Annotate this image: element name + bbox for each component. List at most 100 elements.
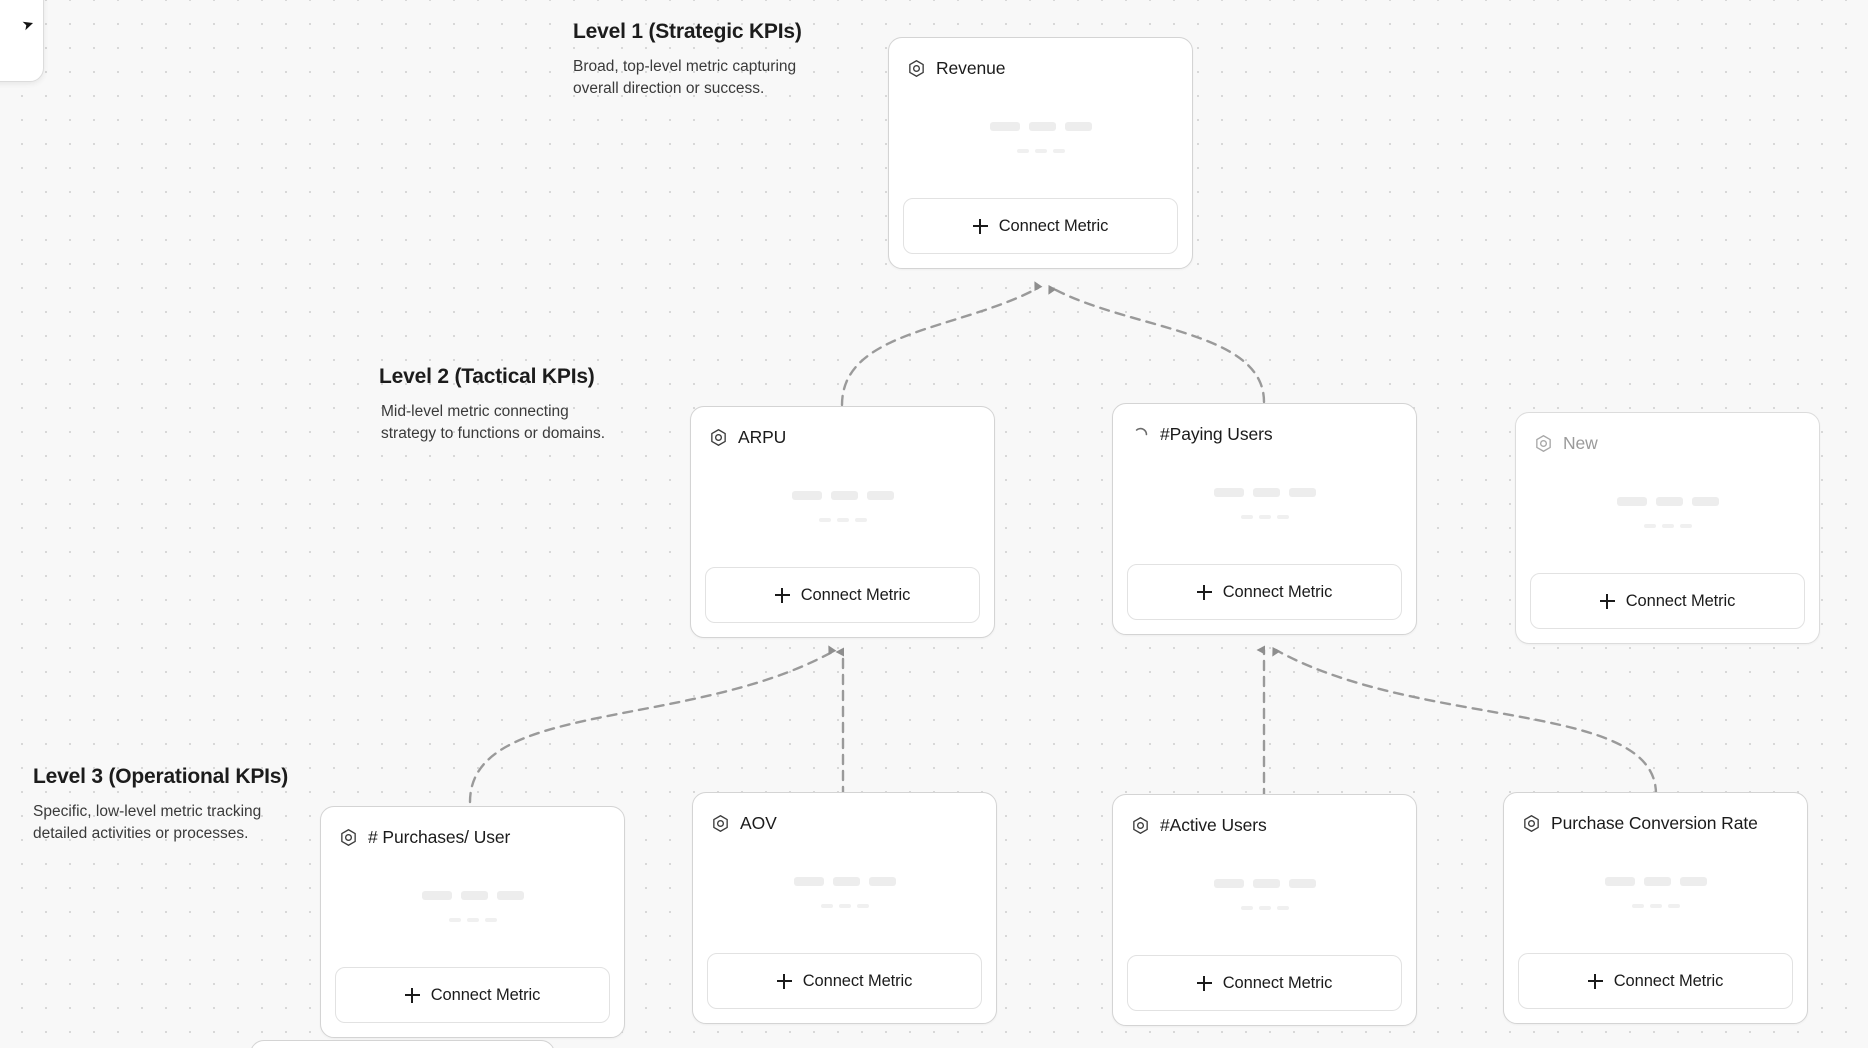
metric-card-revenue[interactable]: Revenue Connect Metric [888, 37, 1193, 269]
skeleton-row-primary [1213, 487, 1316, 497]
skeleton-bar [1213, 487, 1244, 497]
skeleton-row-primary [421, 890, 524, 900]
connect-metric-label: Connect Metric [1222, 973, 1333, 992]
plus-icon [774, 587, 790, 603]
connect-metric-button[interactable]: Connect Metric [707, 953, 982, 1009]
hexagon-metric-icon [1524, 815, 1539, 832]
plus-icon [1587, 973, 1603, 989]
metric-card-purchases-per-user[interactable]: # Purchases/ User Connect Metric [320, 806, 625, 1038]
skeleton-bar [460, 890, 488, 900]
hexagon-metric-icon [1133, 817, 1148, 834]
card-header: Purchase Conversion Rate [1518, 807, 1793, 837]
card-skeleton-body [1127, 839, 1402, 955]
spinner-loading-icon [1133, 427, 1148, 442]
skeleton-bar [496, 890, 524, 900]
plus-icon [1196, 975, 1212, 991]
skeleton-bar [1655, 496, 1683, 506]
card-title: # Purchases/ User [368, 827, 511, 847]
connect-metric-button[interactable]: Connect Metric [1530, 573, 1805, 629]
card-header: New [1530, 427, 1805, 457]
level-3-description: Specific, low-level metric tracking deta… [33, 803, 262, 842]
metric-card-arpu[interactable]: ARPU Connect Metric [690, 406, 995, 638]
metric-card-active-users[interactable]: #Active Users Connect Metric [1112, 794, 1417, 1026]
skeleton-bar [421, 890, 452, 900]
hexagon-metric-icon [909, 60, 924, 77]
card-title: Purchase Conversion Rate [1551, 813, 1758, 833]
skeleton-bar [1288, 878, 1316, 888]
connect-metric-label: Connect Metric [430, 985, 541, 1004]
connect-metric-label: Connect Metric [1625, 591, 1736, 610]
skeleton-bar [1064, 121, 1092, 131]
plus-icon [404, 987, 420, 1003]
skeleton-bar [1240, 905, 1253, 910]
level-3-title: Level 3 (Operational KPIs) [33, 765, 289, 788]
skeleton-bar [1213, 878, 1244, 888]
skeleton-row-primary [989, 121, 1092, 131]
skeleton-bar [1643, 523, 1656, 528]
skeleton-row-secondary [448, 917, 497, 922]
skeleton-bar [1240, 514, 1253, 519]
hexagon-metric-icon [341, 829, 356, 846]
skeleton-bar [1276, 905, 1289, 910]
skeleton-row-primary [1213, 878, 1316, 888]
skeleton-bar [856, 903, 869, 908]
skeleton-row-secondary [820, 903, 869, 908]
skeleton-bar [1649, 903, 1662, 908]
metric-card-purchase-conversion-rate[interactable]: Purchase Conversion Rate Connect Metric [1503, 792, 1808, 1024]
skeleton-bar [820, 903, 833, 908]
metric-card-new[interactable]: New Connect Metric [1515, 412, 1820, 644]
connect-metric-button[interactable]: Connect Metric [1127, 564, 1402, 620]
hexagon-metric-icon [711, 429, 726, 446]
card-title: AOV [740, 813, 777, 833]
skeleton-bar [1258, 514, 1271, 519]
connect-metric-label: Connect Metric [998, 216, 1109, 235]
skeleton-bar [838, 903, 851, 908]
skeleton-bar [1052, 148, 1065, 153]
metric-card-partial-offscreen[interactable] [250, 1040, 555, 1048]
card-skeleton-body [903, 82, 1178, 198]
level-1-label-group: Level 1 (Strategic KPIs) Broad, top-leve… [573, 20, 821, 100]
skeleton-row-secondary [1643, 523, 1692, 528]
hexagon-metric-icon [713, 815, 728, 832]
card-title: #Paying Users [1160, 424, 1273, 444]
plus-icon [1599, 593, 1615, 609]
connect-metric-button[interactable]: Connect Metric [1127, 955, 1402, 1011]
skeleton-bar [466, 917, 479, 922]
skeleton-bar [448, 917, 461, 922]
card-skeleton-body [705, 451, 980, 567]
edge-arpu-to-revenue [840, 281, 1043, 407]
connect-metric-button[interactable]: Connect Metric [1518, 953, 1793, 1009]
metric-card-paying-users[interactable]: #Paying Users Connect Metric [1112, 403, 1417, 635]
skeleton-row-secondary [1240, 514, 1289, 519]
skeleton-row-secondary [818, 517, 867, 522]
skeleton-bar [1643, 876, 1671, 886]
skeleton-bar [832, 876, 860, 886]
card-title: #Active Users [1160, 815, 1267, 835]
hexagon-metric-icon [1536, 435, 1551, 452]
card-title: Revenue [936, 58, 1006, 78]
connect-metric-button[interactable]: Connect Metric [335, 967, 610, 1023]
connect-metric-label: Connect Metric [1222, 582, 1333, 601]
edge-conversion-to-paying-users [1272, 646, 1658, 796]
connect-metric-button[interactable]: Connect Metric [903, 198, 1178, 254]
edge-paying-users-to-revenue [1048, 284, 1266, 404]
connect-metric-label: Connect Metric [1613, 971, 1724, 990]
connect-metric-label: Connect Metric [802, 971, 913, 990]
metric-card-aov[interactable]: AOV Connect Metric [692, 792, 997, 1024]
skeleton-row-secondary [1016, 148, 1065, 153]
card-header: Revenue [903, 52, 1178, 82]
skeleton-bar [791, 490, 822, 500]
skeleton-bar [1252, 487, 1280, 497]
card-title: ARPU [738, 427, 787, 447]
skeleton-row-secondary [1631, 903, 1680, 908]
card-skeleton-body [1127, 448, 1402, 564]
skeleton-bar [1679, 523, 1692, 528]
connect-metric-button[interactable]: Connect Metric [705, 567, 980, 623]
skeleton-bar [854, 517, 867, 522]
skeleton-bar [1288, 487, 1316, 497]
floating-toolbar-panel[interactable]: ➤ [0, 0, 44, 82]
edge-purchases-to-arpu [468, 645, 837, 804]
skeleton-bar [1016, 148, 1029, 153]
skeleton-bar [1661, 523, 1674, 528]
